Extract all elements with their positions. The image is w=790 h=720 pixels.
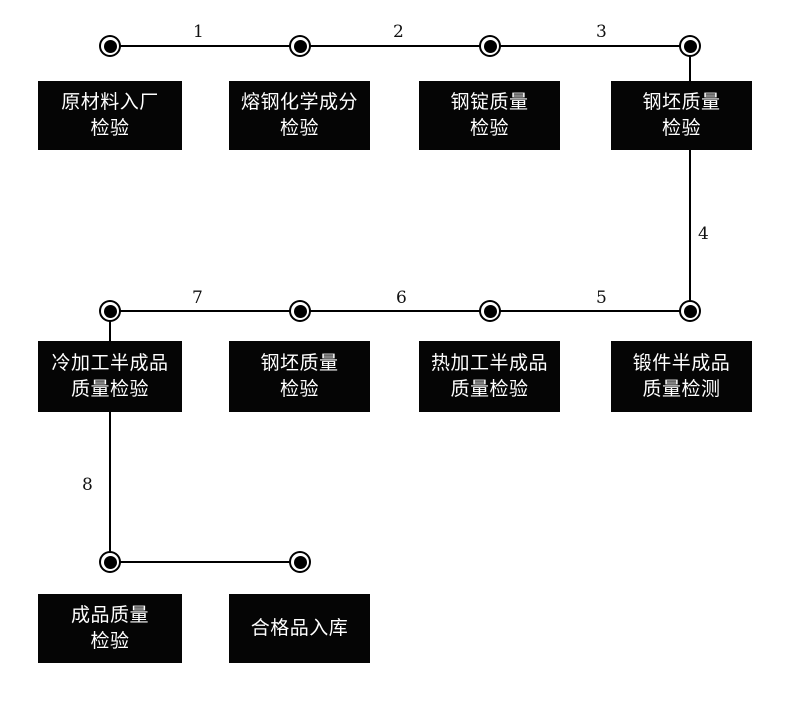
edge-line-right-vertical xyxy=(689,46,691,311)
edge-label-7: 7 xyxy=(192,288,203,308)
process-box-hot-work-semifinished-quality-inspection[interactable]: 热加工半成品 质量检验 xyxy=(419,341,560,412)
box-line-1: 合格品入库 xyxy=(250,616,349,639)
node-n7[interactable] xyxy=(289,300,311,322)
edge-line-left-vertical xyxy=(109,311,111,562)
box-line-1: 熔钢化学成分 xyxy=(240,91,358,114)
edge-label-6: 6 xyxy=(396,288,407,308)
node-n8[interactable] xyxy=(99,300,121,322)
process-box-steel-billet-quality-inspection-1[interactable]: 钢坯质量 检验 xyxy=(611,81,752,150)
edge-line-row1 xyxy=(110,45,690,47)
node-n6[interactable] xyxy=(479,300,501,322)
node-n5[interactable] xyxy=(679,300,701,322)
node-n4[interactable] xyxy=(679,35,701,57)
box-line-2: 检验 xyxy=(90,629,130,652)
node-n2[interactable] xyxy=(289,35,311,57)
box-line-1: 锻件半成品 xyxy=(632,352,731,375)
process-box-steel-ingot-quality-inspection[interactable]: 钢锭质量 检验 xyxy=(419,81,560,150)
process-box-qualified-product-warehousing[interactable]: 合格品入库 xyxy=(229,594,370,663)
edge-label-5: 5 xyxy=(596,288,607,308)
box-line-2: 检验 xyxy=(90,116,130,139)
node-n10[interactable] xyxy=(289,551,311,573)
edge-label-3: 3 xyxy=(596,22,607,42)
box-line-2: 质量检测 xyxy=(642,377,721,400)
edge-label-2: 2 xyxy=(393,22,404,42)
box-line-2: 质量检验 xyxy=(70,377,149,400)
node-n3[interactable] xyxy=(479,35,501,57)
edge-line-row2 xyxy=(110,310,690,312)
box-line-1: 钢锭质量 xyxy=(450,91,529,114)
node-n9[interactable] xyxy=(99,551,121,573)
box-line-1: 原材料入厂 xyxy=(61,91,159,114)
box-line-2: 检验 xyxy=(279,116,319,139)
box-line-2: 检验 xyxy=(469,116,509,139)
process-box-steel-billet-quality-inspection-2[interactable]: 钢坯质量 检验 xyxy=(229,341,370,412)
box-line-2: 检验 xyxy=(279,377,319,400)
node-n1[interactable] xyxy=(99,35,121,57)
box-line-1: 热加工半成品 xyxy=(430,352,548,375)
edge-label-4: 4 xyxy=(698,224,709,244)
box-line-2: 质量检验 xyxy=(450,377,529,400)
process-box-cold-work-semifinished-quality-inspection[interactable]: 冷加工半成品 质量检验 xyxy=(38,341,182,412)
edge-label-8: 8 xyxy=(82,475,93,495)
process-box-finished-product-quality-inspection[interactable]: 成品质量 检验 xyxy=(38,594,182,663)
box-line-1: 成品质量 xyxy=(70,604,149,627)
process-box-raw-material-inspection[interactable]: 原材料入厂 检验 xyxy=(38,81,182,150)
process-box-forging-semifinished-quality-test[interactable]: 锻件半成品 质量检测 xyxy=(611,341,752,412)
box-line-2: 检验 xyxy=(661,116,701,139)
edge-label-1: 1 xyxy=(193,22,204,42)
process-box-molten-steel-composition-inspection[interactable]: 熔钢化学成分 检验 xyxy=(229,81,370,150)
edge-line-row3 xyxy=(110,561,300,563)
box-line-1: 钢坯质量 xyxy=(260,352,339,375)
box-line-1: 钢坯质量 xyxy=(642,91,721,114)
box-line-1: 冷加工半成品 xyxy=(51,352,169,375)
